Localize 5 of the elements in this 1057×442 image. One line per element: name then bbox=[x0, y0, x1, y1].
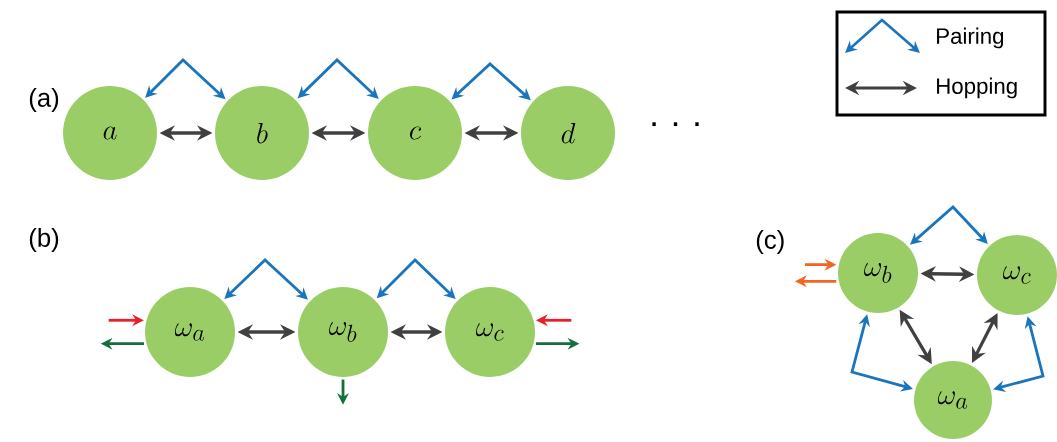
panel-label: (b) bbox=[29, 228, 59, 252]
ellipsis: · · · bbox=[652, 122, 699, 127]
legend-label: Pairing bbox=[937, 27, 1004, 49]
panel-label: (c) bbox=[756, 230, 784, 254]
legend-label: Hopping bbox=[937, 77, 1017, 99]
